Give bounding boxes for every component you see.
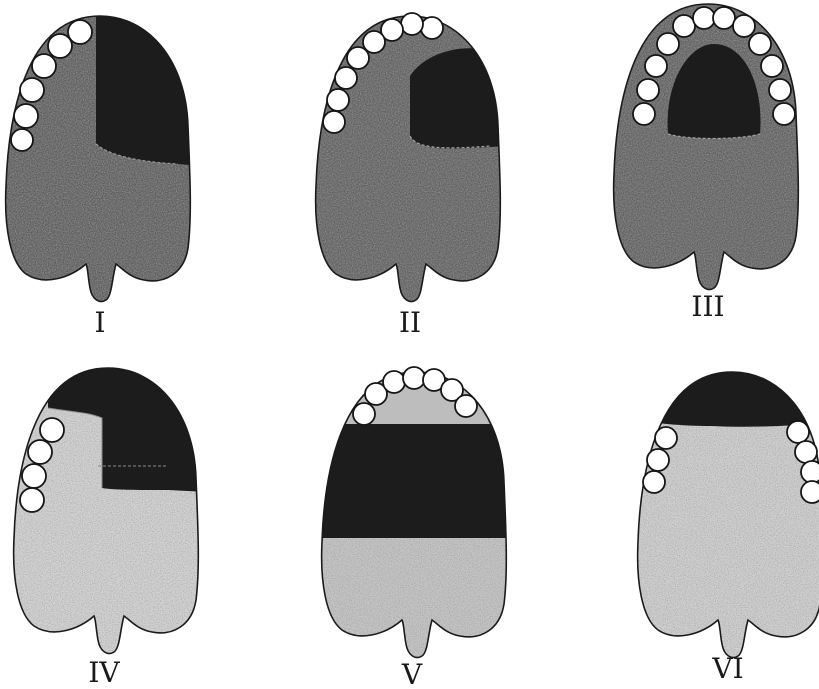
- panel-v: V: [316, 367, 516, 689]
- panel-iv: IV: [8, 368, 208, 689]
- panel-ii: II: [310, 13, 510, 339]
- panel-label-vi: VI: [711, 652, 743, 685]
- panel-vi: VI: [632, 372, 819, 685]
- dark-band: [316, 424, 516, 538]
- panel-label-v: V: [401, 658, 423, 689]
- dark-region: [96, 16, 200, 166]
- panel-label-iv: IV: [88, 656, 120, 689]
- panel-label-ii: II: [399, 306, 421, 339]
- panel-iii: III: [608, 4, 808, 323]
- panel-label-iii: III: [691, 290, 724, 323]
- panel-i: I: [0, 16, 200, 339]
- panel-label-i: I: [94, 306, 105, 339]
